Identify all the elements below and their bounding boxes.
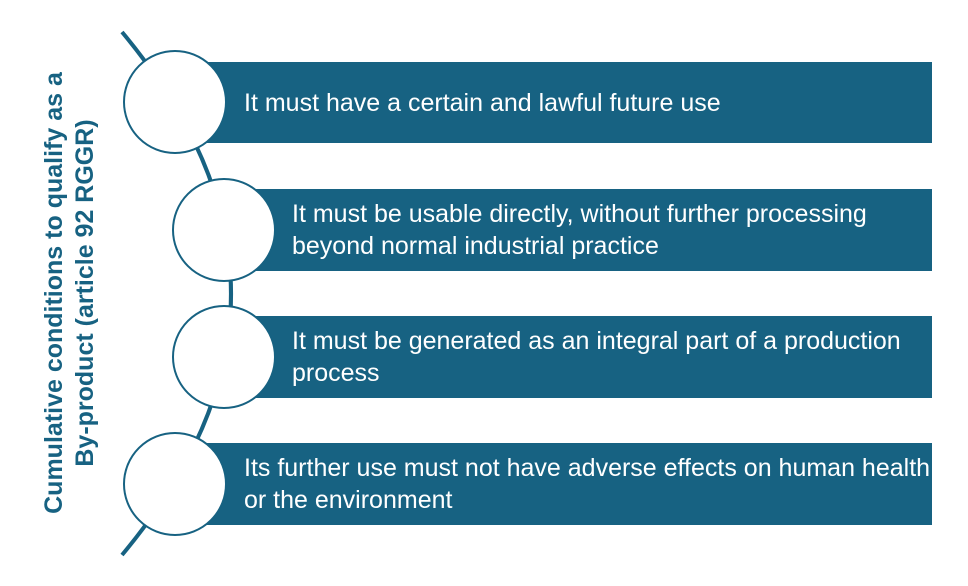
condition-box-2: It must be usable directly, without furt… [255, 189, 932, 271]
circle-marker-2 [172, 178, 276, 282]
condition-box-4: Its further use must not have adverse ef… [207, 443, 932, 525]
condition-text: It must be generated as an integral part… [292, 327, 901, 387]
circle-marker-4 [123, 432, 227, 536]
condition-box-1: It must have a certain and lawful future… [207, 62, 932, 143]
condition-box-3: It must be generated as an integral part… [255, 316, 932, 398]
condition-text: Its further use must not have adverse ef… [244, 454, 931, 514]
circle-marker-1 [123, 50, 227, 154]
condition-text: It must be usable directly, without furt… [292, 200, 867, 260]
circle-marker-3 [172, 305, 276, 409]
condition-text: It must have a certain and lawful future… [244, 88, 721, 117]
